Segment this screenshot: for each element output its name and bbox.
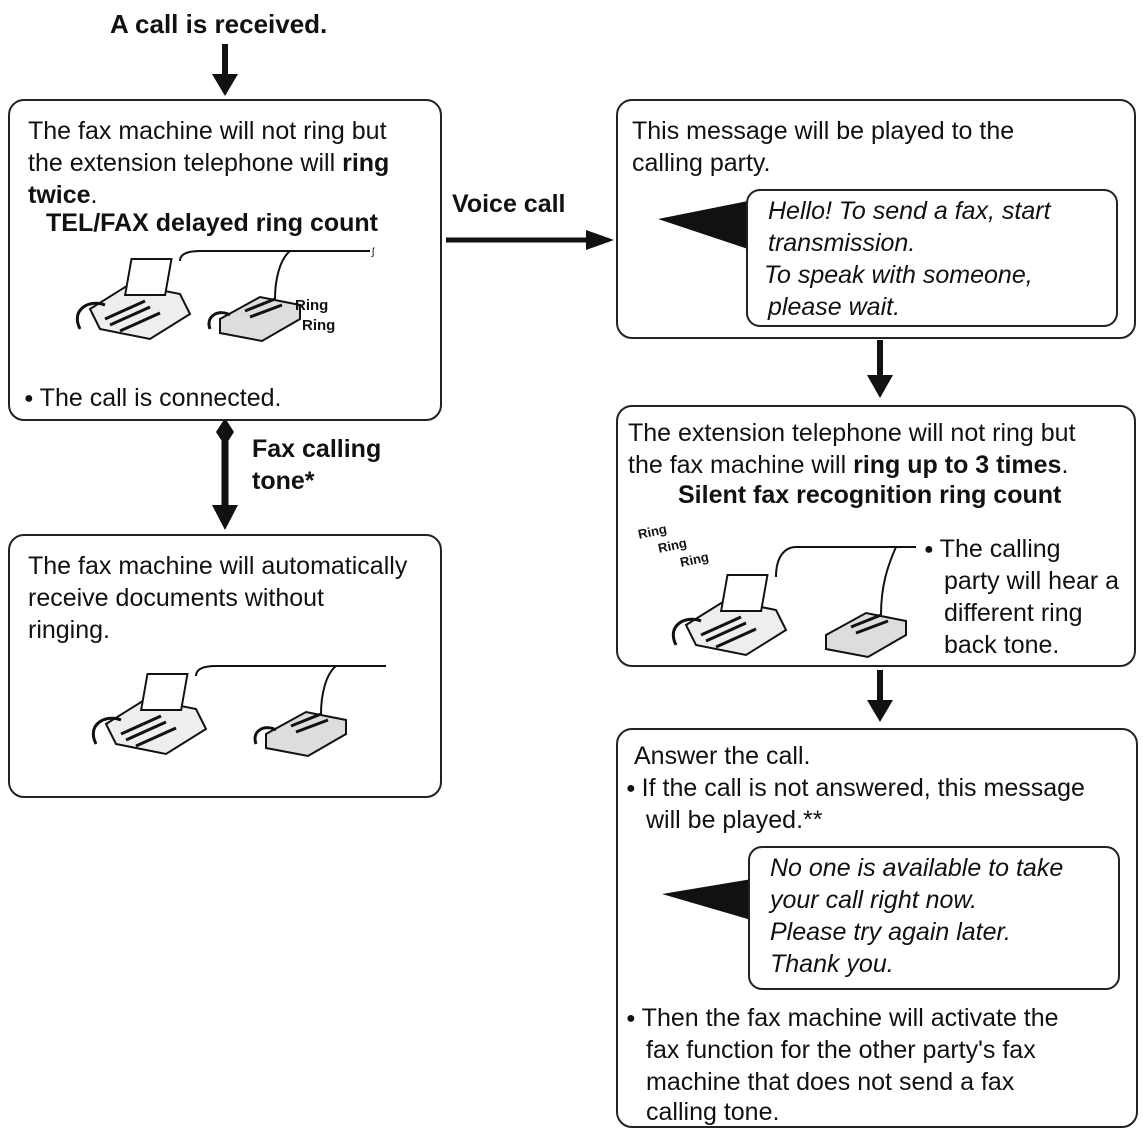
- box5-bullet1-line2: will be played.**: [646, 806, 823, 834]
- box5-bullet2-line1: Then the fax machine will activate the: [626, 1002, 1059, 1038]
- box4-line1: The extension telephone will not ring bu…: [628, 419, 1076, 447]
- greeting-message-bubble: Hello! To send a fax, start transmission…: [746, 189, 1118, 327]
- fax-machine-icon: [92, 673, 208, 756]
- fax-machine-icon: [672, 574, 788, 657]
- silent-fax-ring-box: The extension telephone will not ring bu…: [616, 405, 1136, 667]
- fax-and-phone-illustration-2: [92, 665, 386, 758]
- telephone-icon: [825, 611, 907, 659]
- box5-msg4: Thank you.: [770, 950, 894, 978]
- arrow-box3-to-box4: [867, 340, 893, 398]
- voice-message-box: This message will be played to the calli…: [616, 99, 1136, 339]
- box2-line1: The fax machine will automatically: [28, 552, 408, 580]
- box5-bullet2-line2: fax function for the other party's fax: [646, 1036, 1036, 1064]
- speaker-pointer-icon: [658, 201, 748, 249]
- fax-calling-tone-label-1: Fax calling: [252, 435, 382, 463]
- box5-line1: Answer the call.: [634, 742, 811, 770]
- box4-line2: the fax machine will ring up to 3 times.: [628, 451, 1069, 479]
- box1-ring-text-1: Ring: [295, 297, 329, 314]
- box3-line2: calling party.: [632, 149, 771, 177]
- box3-line1: This message will be played to the: [632, 117, 1015, 145]
- voice-call-label: Voice call: [452, 190, 566, 218]
- speaker-pointer-icon: [662, 878, 758, 922]
- box1-line2: the extension telephone will ring: [28, 149, 390, 177]
- box4-bullet-line3: different ring: [944, 599, 1083, 627]
- start-label: A call is received.: [110, 9, 328, 39]
- box4-bullet-line4: back tone.: [944, 631, 1060, 659]
- box3-msg3: To speak with someone,: [764, 261, 1033, 289]
- arrow-fax-calling-tone: [212, 418, 238, 530]
- box2-line3: ringing.: [28, 616, 110, 644]
- telephone-icon: [207, 295, 301, 343]
- box1-line3: twice.: [28, 181, 98, 209]
- box3-msg4: please wait.: [768, 293, 901, 321]
- arrow-voice-call: [446, 230, 614, 250]
- box5-bullet2-line4: calling tone.: [646, 1098, 780, 1126]
- box1-bullet: The call is connected.: [24, 382, 282, 418]
- box5-bullet1-line1: If the call is not answered, this messag…: [626, 772, 1085, 808]
- box5-msg2: your call right now.: [770, 886, 978, 914]
- fax-and-phone-illustration: ʃ: [76, 247, 375, 343]
- box1-ring-count-label: TEL/FAX delayed ring count: [46, 209, 378, 237]
- telephone-icon: [253, 710, 347, 758]
- fax-calling-tone-label-2: tone*: [252, 467, 315, 495]
- box4-bullet-line2: party will hear a: [944, 567, 1120, 595]
- box3-msg2: transmission.: [768, 229, 916, 257]
- box1-line1: The fax machine will not ring but: [28, 117, 387, 145]
- unavailable-message-bubble: No one is available to take your call ri…: [748, 846, 1120, 990]
- svg-text:ʃ: ʃ: [371, 247, 375, 258]
- answer-call-box: Answer the call. If the call is not answ…: [616, 728, 1138, 1128]
- box5-msg1: No one is available to take: [770, 854, 1064, 882]
- phone-line-cable: [179, 250, 370, 262]
- fax-and-phone-illustration-3: [672, 546, 916, 659]
- arrow-box4-to-box5: [867, 670, 893, 722]
- box5-bullet2-line3: machine that does not send a fax: [646, 1068, 1015, 1096]
- fax-auto-receive-box: The fax machine will automatically recei…: [8, 534, 442, 798]
- box4-bullet-line1: The calling: [924, 533, 1061, 569]
- box4-ring-count-label: Silent fax recognition ring count: [678, 481, 1062, 509]
- box3-msg1: Hello! To send a fax, start: [768, 197, 1051, 225]
- arrow-start-to-box1: [212, 44, 238, 96]
- fax-machine-icon: [76, 258, 192, 341]
- box2-line2: receive documents without: [28, 584, 324, 612]
- box5-msg3: Please try again later.: [770, 918, 1011, 946]
- tel-fax-ring-box: The fax machine will not ring but the ex…: [8, 99, 442, 421]
- box1-ring-text-2: Ring: [302, 317, 336, 334]
